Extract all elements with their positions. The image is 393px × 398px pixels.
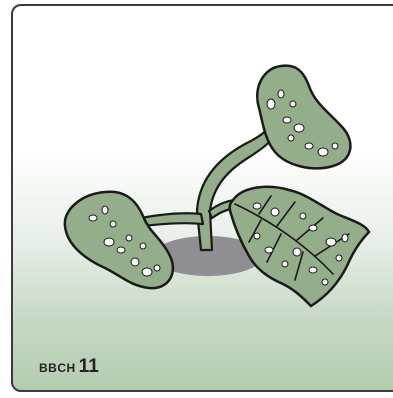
bbch-prefix: BBCH bbox=[39, 361, 76, 375]
seedling-illustration bbox=[13, 6, 393, 392]
cotyledon-lower bbox=[65, 192, 173, 288]
true-leaf bbox=[230, 187, 369, 306]
cotyledon-upper bbox=[257, 66, 350, 169]
bbch-stage-number: 11 bbox=[79, 356, 99, 377]
